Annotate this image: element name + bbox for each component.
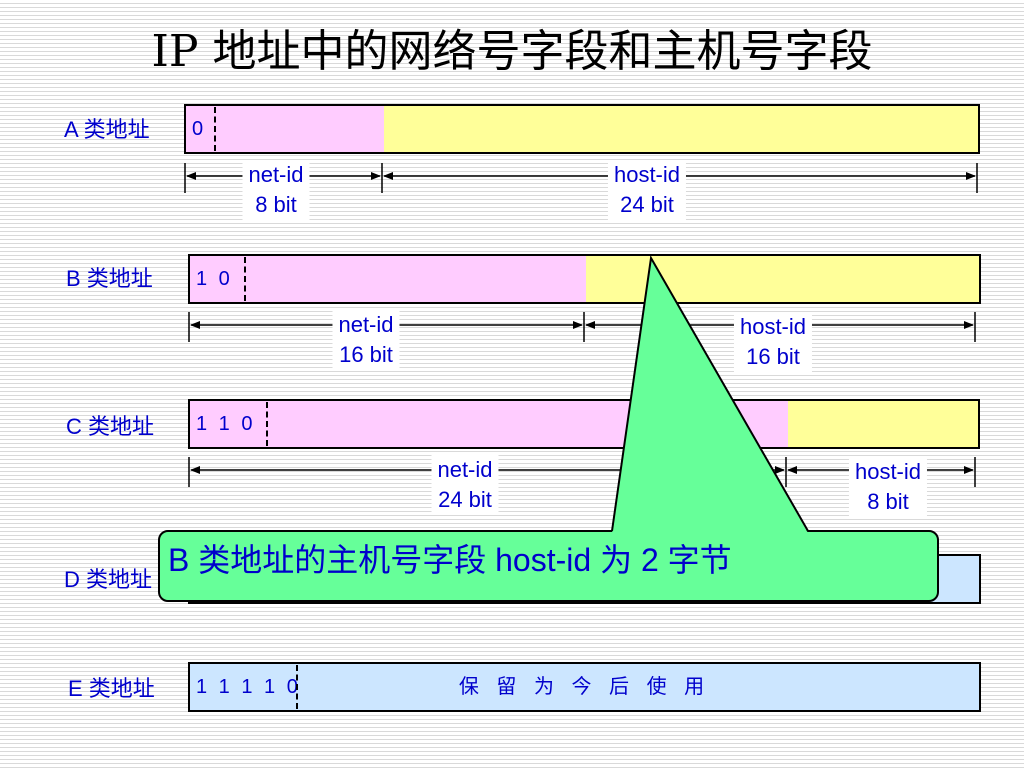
class-a-host-id-text: host-id xyxy=(613,162,681,187)
class-c-net-bits-text: 24 bit xyxy=(438,487,492,512)
class-a-host-label: host-id 24 bit xyxy=(607,160,687,220)
class-e-address-bar: 保 留 为 今 后 使 用 1 1 1 1 0 xyxy=(188,662,981,712)
class-c-leading-bits: 1 1 0 xyxy=(196,413,256,435)
class-a-host-bits-text: 24 bit xyxy=(620,192,674,217)
class-b-host-bits-text: 16 bit xyxy=(746,344,800,369)
class-b-net-label: net-id 16 bit xyxy=(332,310,400,370)
class-c-label: C 类地址 xyxy=(66,414,155,439)
class-a-leading-bits: 0 xyxy=(192,118,207,140)
class-a-host-field xyxy=(384,106,978,152)
class-a-net-id-text: net-id xyxy=(248,162,304,187)
class-a-address-bar: 0 xyxy=(184,104,980,154)
class-e-label: E 类地址 xyxy=(68,676,155,701)
class-b-net-id-text: net-id xyxy=(338,312,394,337)
class-a-label: A 类地址 xyxy=(64,117,150,142)
page-title: IP 地址中的网络号字段和主机号字段 xyxy=(151,26,873,77)
class-c-host-bits-text: 8 bit xyxy=(867,489,909,514)
class-b-bit-separator xyxy=(244,257,246,301)
class-e-leading-bits: 1 1 1 1 0 xyxy=(196,676,301,698)
class-b-host-id-text: host-id xyxy=(739,314,807,339)
class-c-bit-separator xyxy=(266,402,268,446)
class-a-net-field xyxy=(186,106,386,152)
class-a-bit-separator xyxy=(214,107,216,151)
callout-text: B 类地址的主机号字段 host-id 为 2 字节 xyxy=(168,542,732,578)
callout-box xyxy=(158,530,939,602)
class-c-host-id-text: host-id xyxy=(854,459,922,484)
class-d-label: D 类地址 xyxy=(64,567,153,592)
class-c-net-id-text: net-id xyxy=(437,457,493,482)
class-e-bit-separator xyxy=(296,665,298,709)
class-c-net-label: net-id 24 bit xyxy=(431,455,499,515)
class-b-host-label: host-id 16 bit xyxy=(733,312,813,372)
class-e-reserved-text: 保 留 为 今 后 使 用 xyxy=(458,676,711,698)
class-c-host-field xyxy=(788,401,978,447)
class-b-net-bits-text: 16 bit xyxy=(339,342,393,367)
class-b-label: B 类地址 xyxy=(66,266,153,291)
class-a-net-bits-text: 8 bit xyxy=(255,192,297,217)
class-a-net-label: net-id 8 bit xyxy=(242,160,310,220)
class-c-host-label: host-id 8 bit xyxy=(848,457,928,517)
class-b-net-field xyxy=(190,256,588,302)
class-b-leading-bits: 1 0 xyxy=(196,268,233,290)
